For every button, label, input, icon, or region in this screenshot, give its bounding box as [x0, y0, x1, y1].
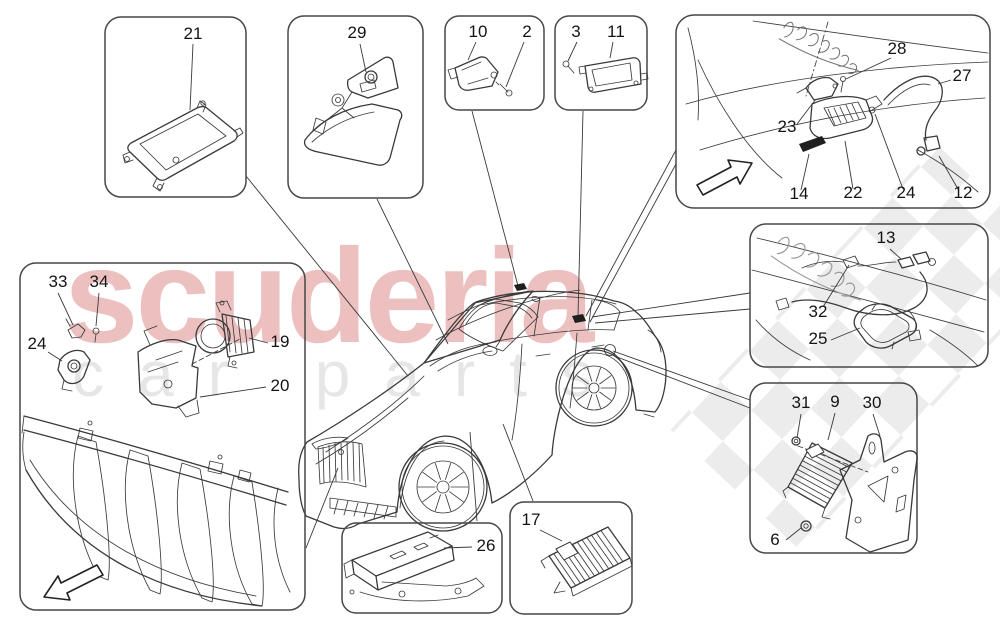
fuel-door — [604, 344, 616, 356]
part-number-label: 25 — [809, 329, 828, 348]
part-number-label: 19 — [271, 332, 290, 351]
panel-ecu-bracket: 31 9 30 6 — [749, 382, 918, 554]
part-number-label: 23 — [778, 117, 797, 136]
part-number-label: 24 — [897, 183, 916, 202]
part-number-label: 31 — [792, 393, 811, 412]
nut-6 — [800, 520, 812, 532]
part-number-label: 29 — [348, 23, 367, 42]
part-number-label: 17 — [522, 510, 541, 529]
panel-ecu-17: 17 — [509, 501, 633, 615]
part-number-label: 22 — [844, 183, 863, 202]
rear-wheel — [555, 349, 633, 427]
maserati-script — [770, 236, 862, 301]
part-number-label: 32 — [809, 302, 828, 321]
panel-bracket-26: 26 — [341, 522, 503, 614]
part-number-label: 2 — [522, 22, 531, 41]
part-number-label: 9 — [830, 392, 839, 411]
panel-front-grille: 33 34 24 19 20 — [19, 262, 306, 611]
part-number-label: 14 — [790, 184, 809, 203]
part-number-label: 26 — [477, 536, 496, 555]
direction-arrow-icon — [43, 564, 104, 601]
panel-tailgate-harness: 13 32 25 — [749, 223, 989, 368]
part-number-label: 6 — [770, 530, 779, 549]
part-number-label: 30 — [863, 393, 882, 412]
part-number-label: 28 — [888, 39, 907, 58]
part-number-label: 27 — [953, 66, 972, 85]
pad-14 — [799, 136, 826, 152]
panel-bracket-10-2: 10 2 — [444, 15, 545, 111]
nut-24 — [868, 106, 876, 114]
part-number-label: 24 — [28, 334, 47, 353]
panel-module-21: 21 — [104, 16, 247, 198]
nut-31 — [791, 436, 801, 446]
direction-arrow-icon — [696, 159, 753, 196]
panel-module-3-11: 3 11 — [554, 15, 649, 111]
part-number-label: 21 — [184, 24, 203, 43]
part-number-label: 34 — [90, 272, 109, 291]
part-number-label: 20 — [271, 376, 290, 395]
front-roof-sensor — [514, 283, 527, 291]
panel-mirror-29: 29 — [287, 15, 424, 199]
part-number-label: 33 — [49, 272, 68, 291]
front-wheel — [398, 442, 488, 532]
part-number-label: 13 — [877, 228, 896, 247]
part-number-label: 11 — [607, 22, 625, 41]
vehicle-drawing — [298, 283, 667, 532]
part-number-label: 10 — [469, 22, 488, 41]
panel-leader-lines — [245, 110, 751, 549]
rear-roof-sensor — [572, 314, 586, 323]
part-number-label: 12 — [954, 183, 973, 202]
part-number-label: 3 — [571, 22, 580, 41]
panel-rear-camera: 28 27 23 14 22 24 12 — [675, 14, 991, 209]
